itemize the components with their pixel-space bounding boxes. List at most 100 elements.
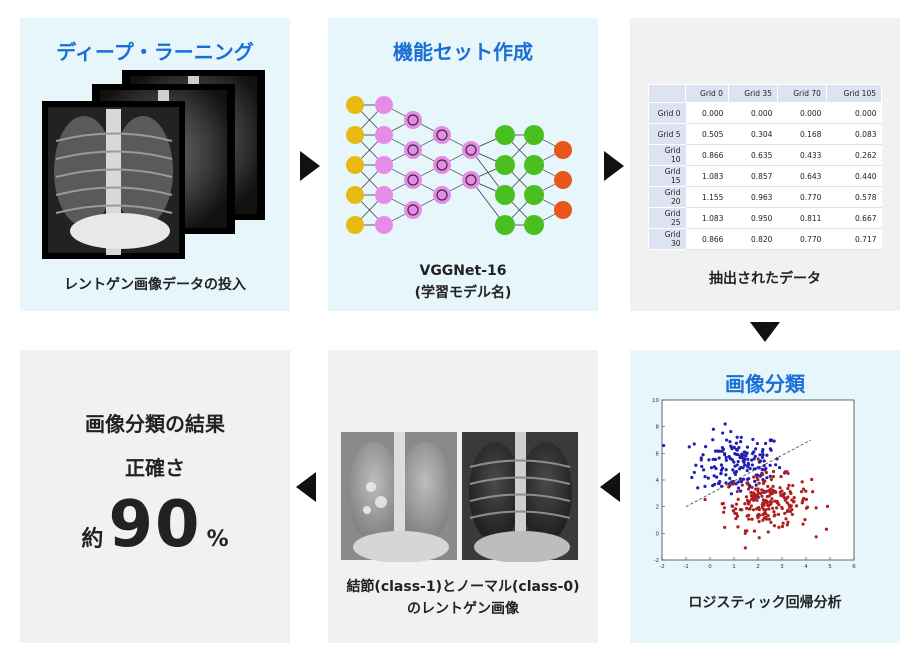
scatter-point [753, 454, 757, 458]
scatter-point [760, 455, 765, 459]
scatter-point [757, 519, 761, 524]
scatter-point [780, 524, 785, 529]
scatter-point [723, 453, 727, 457]
table-cell: 0.820 [728, 228, 778, 250]
x-tick-label: 6 [852, 564, 856, 570]
scatter-point [780, 505, 784, 510]
scatter-point [720, 502, 724, 506]
scatter-point [764, 466, 768, 471]
scatter-point [779, 493, 783, 497]
scatter-point [787, 483, 791, 487]
y-tick-label: 4 [656, 478, 660, 484]
scatter-point [762, 459, 766, 463]
scatter-point [761, 453, 765, 457]
table-column-header: Grid 35 [727, 84, 778, 103]
scatter-point [790, 498, 794, 502]
scatter-point [762, 499, 767, 503]
scatter-point [741, 459, 745, 463]
scatter-point [811, 490, 815, 494]
scatter-point [756, 516, 760, 520]
scatter-point [719, 463, 724, 467]
scatter-point [717, 456, 721, 460]
scatter-point [753, 479, 757, 483]
scatter-point [752, 457, 756, 461]
scatter-point [777, 503, 781, 507]
table-column-header: Grid 105 [825, 84, 883, 103]
panel-deep-learning: ディープ・ラーニング レントゲン画像デー [20, 18, 290, 311]
table-cell: 0.963 [728, 186, 778, 208]
scatter-point [791, 483, 795, 488]
y-tick-label: 0 [656, 531, 660, 537]
scatter-point [743, 531, 747, 536]
scatter-point [772, 514, 776, 518]
scatter-point [737, 467, 742, 471]
scatter-point [694, 463, 698, 467]
scatter-point [769, 520, 773, 524]
table-row-header: Grid 15 [648, 165, 686, 187]
scatter-point [743, 502, 747, 506]
scatter-point [770, 497, 774, 501]
scatter-point [756, 457, 760, 461]
scatter-point [745, 506, 749, 510]
scatter-point [731, 468, 735, 472]
scatter-point [758, 474, 763, 478]
scatter-point [772, 524, 777, 528]
scatter-point [745, 514, 749, 518]
scatter-point [734, 441, 739, 445]
scatter-point [760, 505, 764, 510]
scatter-point [740, 452, 744, 456]
scatter-point [702, 468, 706, 472]
scatter-point [713, 457, 718, 462]
model-name: VGGNet-16 [419, 263, 507, 279]
scatter-point [750, 485, 754, 489]
scatter-point [773, 489, 777, 493]
y-tick-label: 2 [656, 505, 660, 511]
scatter-point [772, 510, 776, 514]
accuracy-unit: % [206, 527, 229, 552]
scatter-point [765, 476, 769, 480]
scatter-point [721, 431, 725, 435]
scatter-point [801, 522, 805, 526]
scatter-point [735, 489, 739, 494]
scatter-point [741, 477, 746, 481]
scatter-point [779, 475, 783, 479]
table-cell: 0.866 [685, 144, 729, 166]
scatter-point [692, 442, 696, 446]
scatter-point [768, 474, 772, 478]
table-cell: 0.643 [777, 165, 827, 187]
panel-caption: 抽出されたデータ [709, 271, 821, 287]
scatter-point [777, 525, 781, 529]
scatter-point [734, 507, 738, 511]
scatter-point [687, 445, 691, 449]
scatter-point [771, 475, 775, 479]
scatter-point [803, 518, 807, 522]
scatter-point [766, 484, 770, 488]
xray-comparison-image [341, 432, 578, 562]
scatter-point [734, 517, 738, 521]
scatter-point [707, 458, 711, 462]
scatter-point [736, 452, 740, 457]
scatter-point [792, 496, 796, 500]
scatter-point [740, 508, 744, 512]
scatter-point [736, 497, 740, 501]
scatter-point [724, 473, 728, 477]
panel-feature-set: 機能セット作成 [328, 18, 598, 311]
scatter-point [757, 481, 761, 485]
scatter-point [737, 445, 741, 450]
scatter-point [746, 463, 751, 467]
panel-caption: レントゲン画像データの投入 [64, 277, 246, 293]
scatter-point [761, 513, 765, 517]
y-tick-label: -2 [654, 558, 659, 564]
scatter-point [724, 468, 728, 472]
scatter-point [754, 487, 758, 491]
scatter-point [735, 514, 740, 518]
table-cell: 0.717 [826, 228, 882, 250]
xray-stack-image [42, 70, 265, 259]
scatter-point [800, 480, 804, 484]
scatter-point [724, 455, 728, 460]
scatter-point [739, 479, 744, 484]
scatter-point [758, 453, 762, 457]
